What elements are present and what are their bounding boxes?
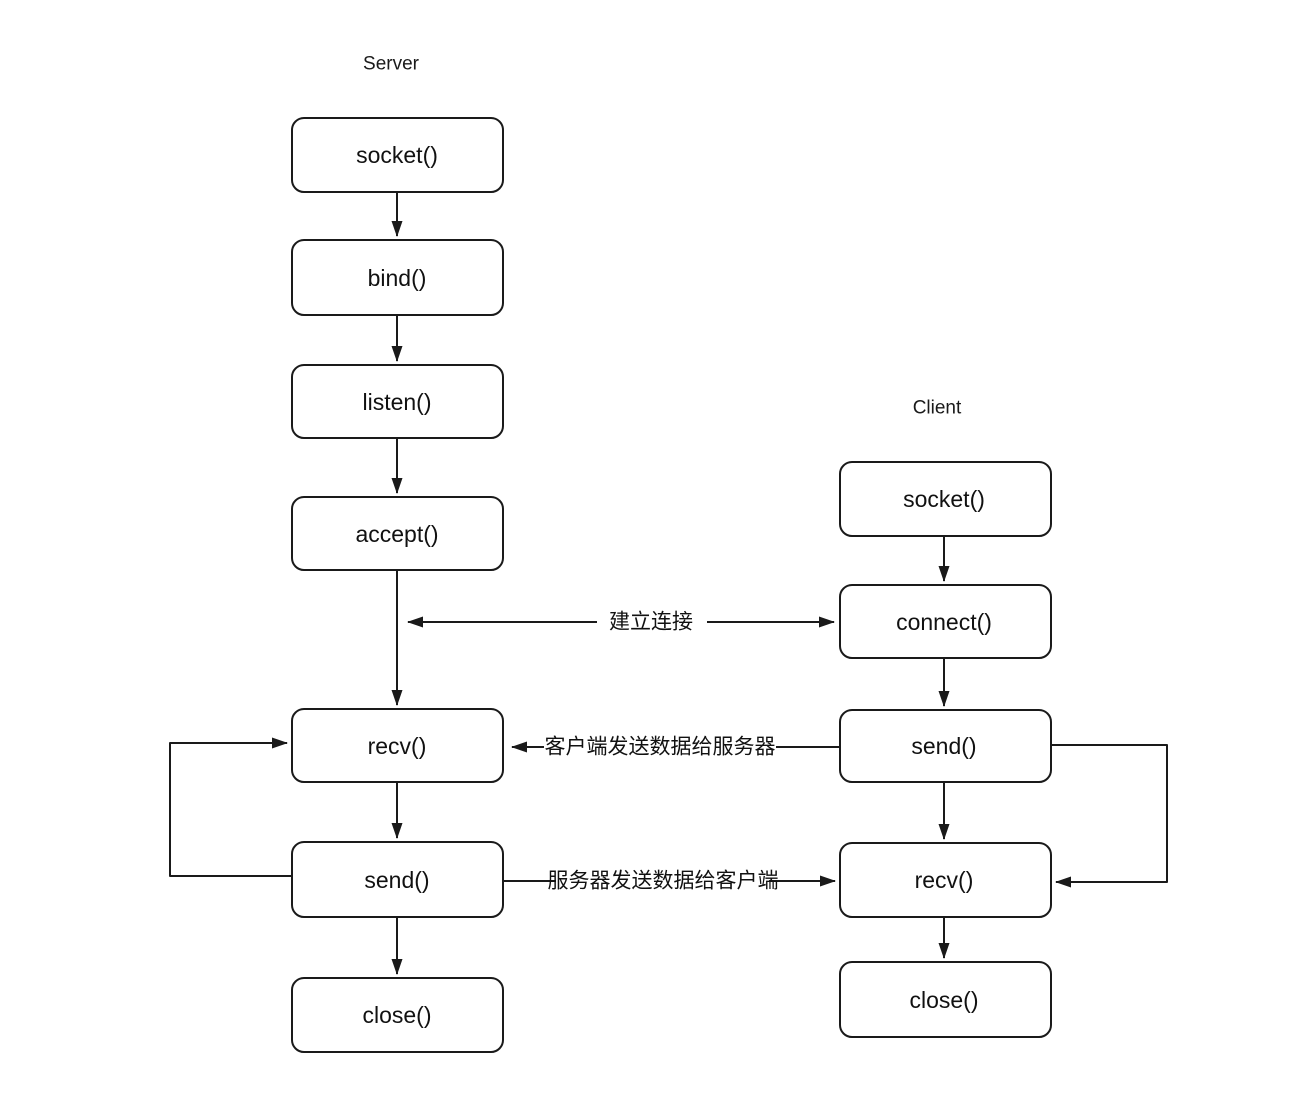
server-column-title: Server: [363, 54, 420, 75]
establish-connection-label: 建立连接: [609, 611, 693, 634]
client-close-label: close(): [909, 987, 978, 1013]
server-node-close: close(): [291, 977, 504, 1053]
client-node-socket: socket(): [839, 461, 1052, 537]
client-send-box: [839, 709, 1052, 783]
client-node-recv: recv(): [839, 842, 1052, 918]
server-node-recv: recv(): [291, 708, 504, 783]
server-close-label: close(): [362, 1002, 431, 1028]
server-accept-box: [291, 496, 504, 571]
loop-arrow-client-send-to-recv: [1051, 744, 1168, 888]
server-node-send: send(): [291, 841, 504, 918]
server-socket-label: socket(): [356, 142, 438, 168]
server-accept-label: accept(): [355, 521, 438, 547]
client-node-connect: connect(): [839, 584, 1052, 659]
server-listen-label: listen(): [362, 389, 431, 415]
client-close-box: [839, 961, 1052, 1038]
client-column-title: Client: [913, 398, 962, 419]
client-node-send: send(): [839, 709, 1052, 783]
server-recv-box: [291, 708, 504, 783]
client-node-close: close(): [839, 961, 1052, 1038]
client-socket-box: [839, 461, 1052, 537]
server-to-client-label: 服务器发送数据给客户端: [548, 870, 779, 893]
server-bind-label: bind(): [368, 265, 427, 291]
server-node-bind: bind(): [291, 239, 504, 316]
server-close-box: [291, 977, 504, 1053]
client-connect-box: [839, 584, 1052, 659]
client-to-server-label: 客户端发送数据给服务器: [545, 736, 776, 759]
server-bind-box: [291, 239, 504, 316]
client-send-label: send(): [911, 733, 976, 759]
client-connect-label: connect(): [896, 609, 992, 635]
server-node-accept: accept(): [291, 496, 504, 571]
client-recv-box: [839, 842, 1052, 918]
server-send-label: send(): [364, 867, 429, 893]
client-recv-label: recv(): [915, 867, 974, 893]
server-node-listen: listen(): [291, 364, 504, 439]
server-listen-box: [291, 364, 504, 439]
server-recv-label: recv(): [368, 733, 427, 759]
loop-arrow-server-send-to-recv: [169, 737, 292, 877]
server-send-box: [291, 841, 504, 918]
server-socket-box: [291, 117, 504, 193]
client-socket-label: socket(): [903, 486, 985, 512]
server-node-socket: socket(): [291, 117, 504, 193]
